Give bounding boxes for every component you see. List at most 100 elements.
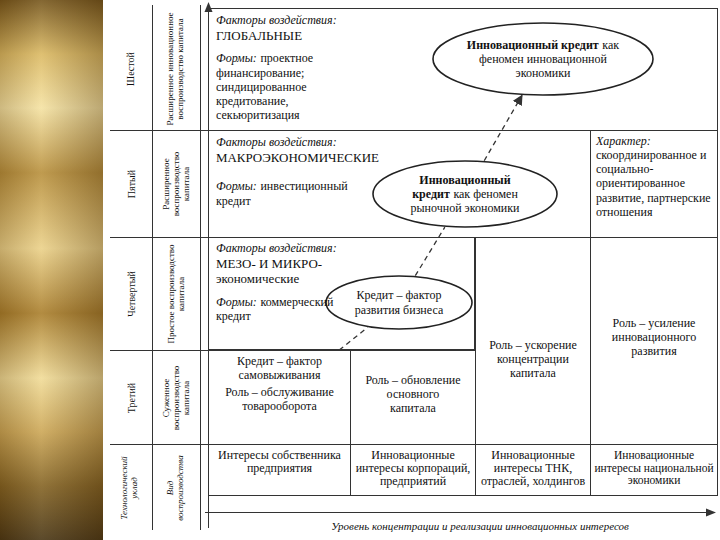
node-content: Роль – обновление основного капитала	[351, 351, 475, 415]
axis-label: Уровень концентрации и реализации иннова…	[250, 517, 710, 535]
node-text: Формы:	[216, 179, 257, 193]
node-text: ГЛОБАЛЬНЫЕ	[216, 28, 302, 43]
row-label: Пятый	[110, 133, 150, 234]
label-text: Третий	[125, 382, 136, 412]
row-label: Вид воспроизводства	[154, 451, 198, 525]
text-group: Роль – обслуживание товарооборота	[224, 385, 336, 413]
node-content: Инновационный кредиткак феномен инноваци…	[456, 38, 631, 80]
node-text: Интересы собственника предприятия	[218, 448, 341, 475]
concept-ellipse: Инновационный кредиткак феномен инноваци…	[432, 22, 654, 96]
text-group: Формы:инвестиционный кредит	[216, 179, 366, 207]
text-group: Роль – усиление инновационного развития	[599, 316, 709, 358]
row-label: Простое воспроизводство капитала	[154, 240, 198, 347]
node-content: Кредит – фактор самовыживанияРоль – обсл…	[209, 351, 350, 414]
table-cell: Интересы собственника предприятия	[208, 444, 351, 496]
table-cell: Инновационные интересы ТНК, отраслей, хо…	[475, 444, 591, 496]
row-label: Шестой	[110, 11, 150, 127]
node-text: Факторы воздействия:	[216, 13, 337, 27]
text-group: Инновационные интересы национальной экон…	[594, 449, 714, 487]
text-group: Роль – обновление основного капитала	[363, 373, 463, 415]
text-group: Инновационный кредиткак феномен инноваци…	[456, 38, 631, 80]
concept-ellipse: Инновационный кредиткак феномен рыночной…	[372, 160, 558, 228]
text-group: Инновационные интересы ТНК, отраслей, хо…	[479, 449, 587, 489]
node-content: Инновационные интересы корпораций, предп…	[351, 445, 475, 489]
node-text: Факторы воздействия:	[216, 135, 337, 149]
ellipse-shape	[373, 161, 557, 227]
node-text: Инновационный кредит	[467, 38, 599, 52]
text-group: МЕЗО- И МИКРО-экономические	[216, 256, 346, 287]
label-text: Уровень концентрации и реализации иннова…	[331, 520, 629, 532]
node-content: Роль – усиление инновационного развития	[591, 238, 717, 358]
label-text: Шестой	[125, 52, 136, 86]
text-group: Формы:проектное финансирование; синдицир…	[216, 51, 366, 122]
row-label: Расширенное воспроизводство капитала	[154, 133, 198, 234]
column-line	[152, 5, 153, 530]
table-cell: Факторы воздействия:МАКРОЭКОНОМИЧЕСКИЕ Фо…	[208, 130, 591, 238]
node-text: МЕЗО- И МИКРО-экономические	[216, 256, 322, 286]
node-content: Инновационный кредиткак феномен рыночной…	[395, 173, 535, 215]
row-label: Технологический уклад	[110, 451, 150, 525]
node-content: Факторы воздействия:МАКРОЭКОНОМИЧЕСКИЕ Фо…	[209, 131, 590, 208]
text-group: Интересы собственника предприятия	[215, 449, 345, 475]
node-text: Роль – усиление инновационного развития	[612, 316, 696, 358]
table-cell: Факторы воздействия:МЕЗО- И МИКРО-эконом…	[208, 237, 475, 350]
row-label: Суженное воспроизводство капитала	[154, 353, 198, 442]
row-line	[110, 444, 208, 445]
label-text: Четвертый	[125, 271, 136, 317]
node-content: Интересы собственника предприятия	[209, 445, 350, 475]
row-line	[110, 350, 208, 351]
node-text: Инновационные интересы корпораций, предп…	[356, 448, 471, 488]
row-label: Четвертый	[110, 240, 150, 347]
table-cell: Факторы воздействия:ГЛОБАЛЬНЫЕ Формы:прое…	[208, 8, 718, 131]
text-group: Инновационный кредиткак феномен рыночной…	[395, 173, 535, 215]
dashed-connector	[484, 95, 522, 160]
dashed-connector	[415, 227, 444, 275]
node-text: Роль – обновление основного капитала	[365, 373, 460, 415]
label-text: Расширенное инновационное воспроизводств…	[166, 11, 186, 127]
table-cell: Инновационные интересы национальной экон…	[590, 444, 718, 496]
axis-arrowhead	[706, 509, 716, 517]
node-text: Инновационные интересы национальной экон…	[594, 449, 713, 486]
row-line	[110, 130, 208, 131]
label-text: Расширенное воспроизводство капитала	[161, 133, 191, 234]
gold-background	[0, 0, 103, 540]
label-text: Суженное воспроизводство капитала	[161, 353, 191, 442]
text-group: Факторы воздействия:	[216, 241, 386, 255]
node-content: Инновационные интересы ТНК, отраслей, хо…	[476, 445, 590, 489]
text-group: Кредит – фактор развития бизнеса	[343, 288, 455, 316]
ellipse-shape	[326, 276, 472, 329]
text-group: Факторы воздействия:	[216, 13, 416, 27]
node-content: Роль – ускорение концентрации капитала	[476, 238, 590, 380]
ellipse-shape	[433, 23, 653, 95]
node-content: Характер:скоординированное и социально-о…	[591, 131, 717, 219]
text-group: скоординированное и социально-ориентиров…	[596, 148, 712, 219]
node-text: скоординированное и социально-ориентиров…	[596, 148, 711, 219]
text-group: Роль – ускорение концентрации капитала	[483, 338, 583, 380]
node-text: Роль – обслуживание товарооборота	[225, 385, 334, 413]
node-text: Кредит – фактор самовыживания	[237, 354, 322, 382]
text-group: Факторы воздействия:	[216, 135, 416, 149]
table-cell: Роль – обновление основного капитала	[350, 350, 476, 445]
node-content: Кредит – фактор развития бизнеса	[343, 288, 455, 316]
table-cell: Роль – ускорение концентрации капитала	[475, 237, 591, 445]
text-group: Инновационные интересы корпораций, предп…	[354, 449, 472, 489]
node-content: Инновационные интересы национальной экон…	[591, 445, 717, 487]
dashed-connector	[339, 327, 367, 350]
label-text: Технологический уклад	[120, 451, 140, 525]
node-text: Инновационные интересы ТНК, отраслей, хо…	[481, 448, 585, 488]
node-text: МАКРОЭКОНОМИЧЕСКИЕ	[216, 150, 379, 165]
node-text: Формы:	[216, 295, 257, 309]
concept-ellipse: Кредит – фактор развития бизнеса	[325, 275, 473, 330]
label-text: Простое воспроизводство капитала	[166, 240, 186, 347]
horizontal-axis	[205, 512, 708, 513]
column-line	[200, 5, 201, 530]
text-group: Характер:	[596, 134, 712, 148]
text-group: МАКРОЭКОНОМИЧЕСКИЕ	[216, 150, 416, 165]
table-cell: Характер:скоординированное и социально-о…	[590, 130, 718, 238]
table-cell: Инновационные интересы корпораций, предп…	[350, 444, 476, 496]
node-text: Факторы воздействия:	[216, 241, 337, 255]
node-text: Роль – ускорение концентрации капитала	[489, 338, 577, 380]
node-text: Формы:	[216, 51, 257, 65]
row-label: Третий	[110, 353, 150, 442]
